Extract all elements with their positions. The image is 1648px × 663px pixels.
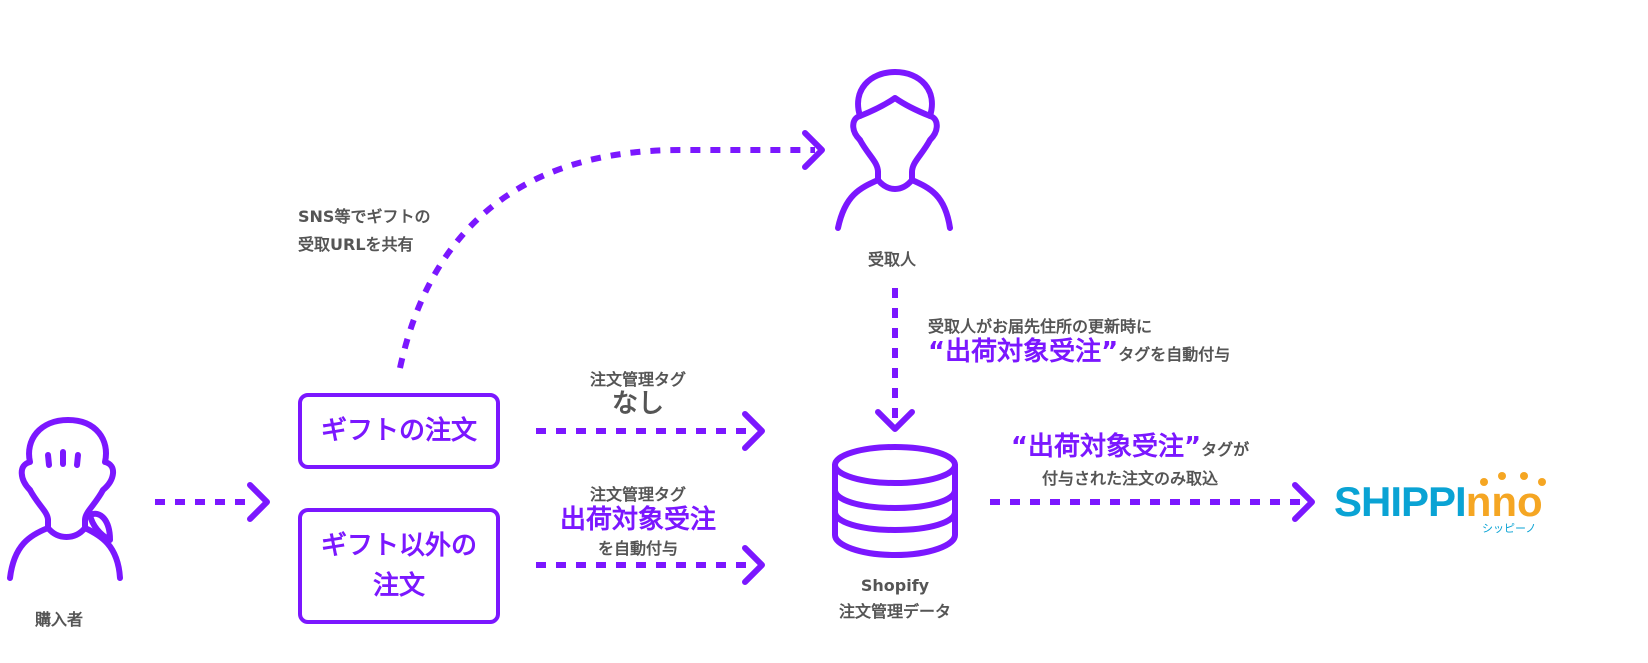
non-gift-order-line1: ギフト以外の — [320, 531, 477, 561]
gift-tag-value: なし — [611, 389, 664, 419]
import-rule-line2: 付与された注文のみ取込 — [1041, 469, 1218, 488]
arrowhead-icon — [742, 411, 765, 451]
non-gift-tag-caption: 注文管理タグ — [589, 485, 686, 504]
arrowhead-icon — [802, 130, 825, 170]
share-note-line2: 受取URLを共有 — [298, 235, 414, 254]
gift-tag-caption: 注文管理タグ — [589, 370, 686, 389]
recipient-label: 受取人 — [868, 250, 917, 269]
arrowhead-icon — [247, 482, 270, 522]
purchaser-label: 購入者 — [35, 610, 84, 629]
share-note: SNS等でギフトの 受取URLを共有 — [298, 203, 430, 259]
non-gift-tag-suffix: を自動付与 — [597, 539, 678, 558]
share-note-line1: SNS等でギフトの — [298, 207, 431, 226]
import-rule-tag: “出荷対象受注” — [1010, 432, 1202, 462]
arrow-share-url — [397, 147, 815, 369]
database-label-line2: 注文管理データ — [838, 602, 951, 621]
logo-dots — [1480, 472, 1560, 486]
recipient-update-note: 受取人がお届先住所の更新時に “出荷対象受注”タグを自動付与 — [928, 313, 1230, 370]
database-icon — [832, 444, 958, 558]
recipient-update-suffix: タグを自動付与 — [1118, 345, 1231, 364]
import-rule-suffix: タグが — [1201, 440, 1250, 459]
arrowhead-icon — [875, 409, 915, 432]
database-label-line1: Shopify — [860, 576, 930, 595]
logo-subtitle: シッピーノ — [1482, 523, 1537, 535]
logo-text-main: SHIPPI — [1334, 478, 1467, 525]
gift-order-label: ギフトの注文 — [320, 416, 477, 446]
arrowhead-icon — [742, 545, 765, 585]
gift-order-box: ギフトの注文 — [298, 393, 500, 469]
recipient-update-tag: “出荷対象受注” — [928, 337, 1119, 367]
gift-tag-label: 注文管理タグ なし — [578, 366, 698, 418]
non-gift-tag-value: 出荷対象受注 — [559, 505, 716, 535]
database-label: Shopify 注文管理データ — [825, 573, 965, 625]
non-gift-tag-label: 注文管理タグ 出荷対象受注 を自動付与 — [548, 481, 728, 559]
non-gift-order-line2: 注文 — [372, 571, 425, 601]
arrowhead-icon — [1292, 482, 1315, 522]
person-male-icon — [835, 69, 953, 231]
shippinno-logo: SHIPPInno — [1334, 478, 1543, 526]
recipient-update-line1: 受取人がお届先住所の更新時に — [928, 317, 1153, 336]
import-rule-note: “出荷対象受注”タグが 付与された注文のみ取込 — [995, 432, 1265, 489]
logo-text-accent: nno — [1465, 478, 1543, 525]
non-gift-order-box: ギフト以外の 注文 — [298, 508, 500, 624]
person-female-icon — [7, 417, 123, 581]
